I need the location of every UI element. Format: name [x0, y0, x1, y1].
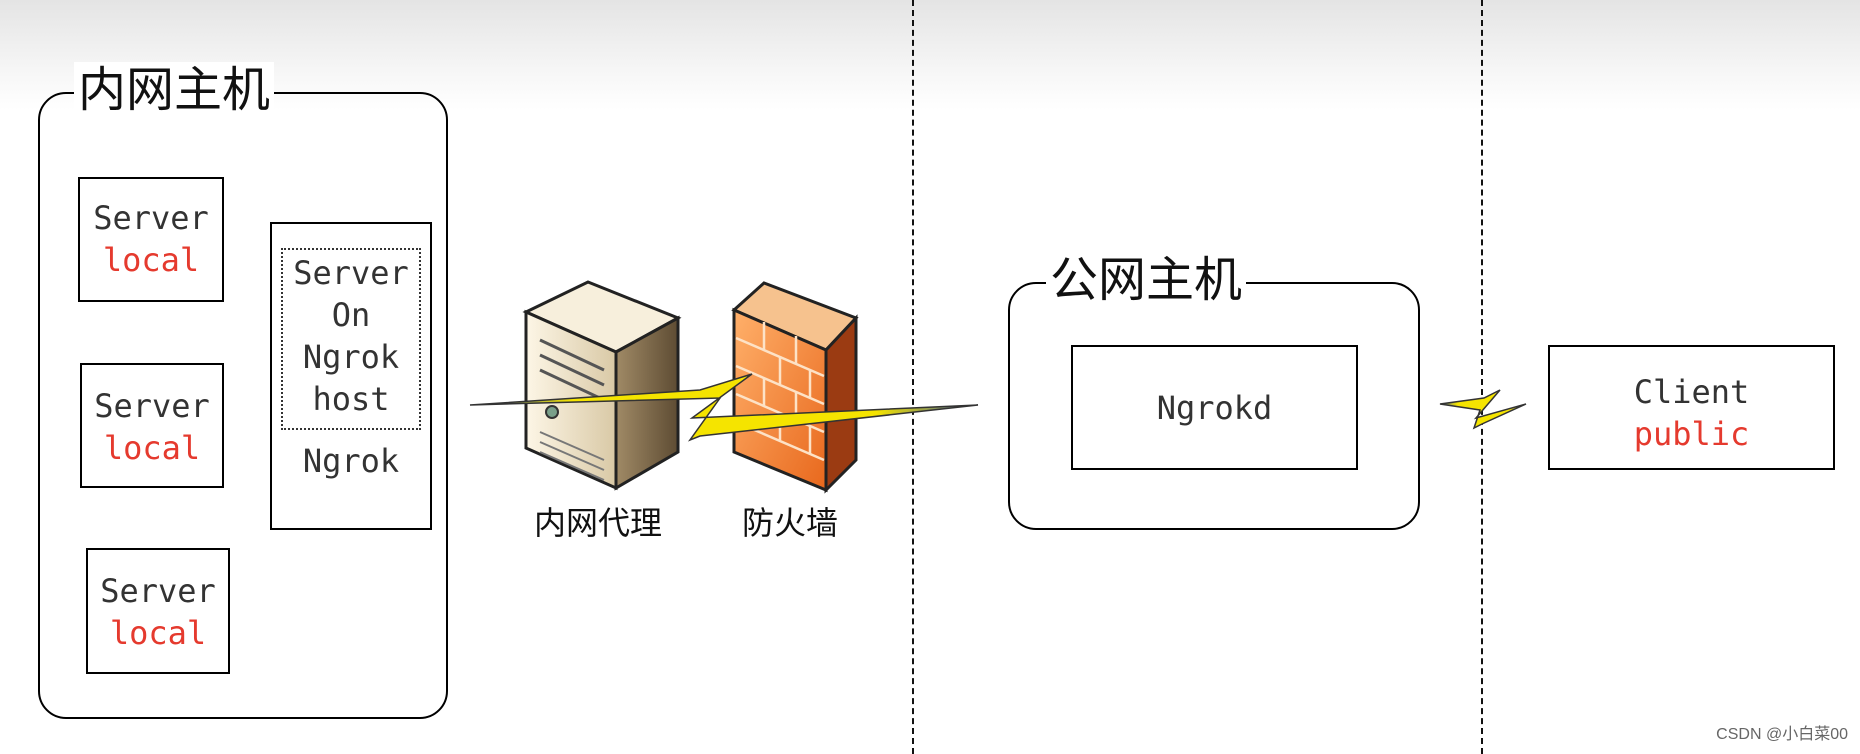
ngrokd-label: Ngrokd	[1156, 389, 1273, 427]
public-host-title: 公网主机	[1046, 252, 1247, 308]
ngrok-label: Ngrok	[302, 442, 400, 480]
divider-right	[1481, 0, 1483, 754]
client-label: Client	[1633, 373, 1750, 411]
ngrok-inner-line: Server	[293, 254, 409, 292]
divider-left	[912, 0, 914, 754]
firewall-icon	[731, 281, 859, 494]
ngrok-inner-line: Ngrok	[302, 338, 400, 376]
lightning-link-client-icon	[1439, 389, 1527, 430]
server-label: Server	[94, 387, 210, 425]
client-scope: public	[1633, 415, 1750, 453]
server-scope: local	[103, 429, 201, 467]
ngrok-hosted-server: Server On Ngrok host	[281, 248, 421, 430]
server-label: Server	[93, 199, 209, 237]
server-scope: local	[102, 241, 200, 279]
ngrok-inner-line: host	[312, 380, 390, 418]
server-scope: local	[109, 614, 207, 652]
proxy-server-icon	[522, 280, 682, 491]
ngrok-client-box: Server On Ngrok host Ngrok	[270, 222, 432, 530]
server-label: Server	[100, 572, 216, 610]
local-server-2: Server local	[80, 363, 224, 488]
firewall-caption: 防火墙	[742, 504, 839, 542]
intranet-host-title: 内网主机	[74, 62, 275, 118]
ngrokd-server-box: Ngrokd	[1071, 345, 1358, 470]
local-server-1: Server local	[78, 177, 224, 302]
ngrok-inner-line: On	[331, 296, 371, 334]
lightning-link-main-icon	[469, 373, 979, 442]
proxy-caption: 内网代理	[534, 504, 663, 542]
local-server-3: Server local	[86, 548, 230, 674]
watermark: CSDN @小白菜00	[1716, 726, 1848, 743]
client-box: Client public	[1548, 345, 1835, 470]
